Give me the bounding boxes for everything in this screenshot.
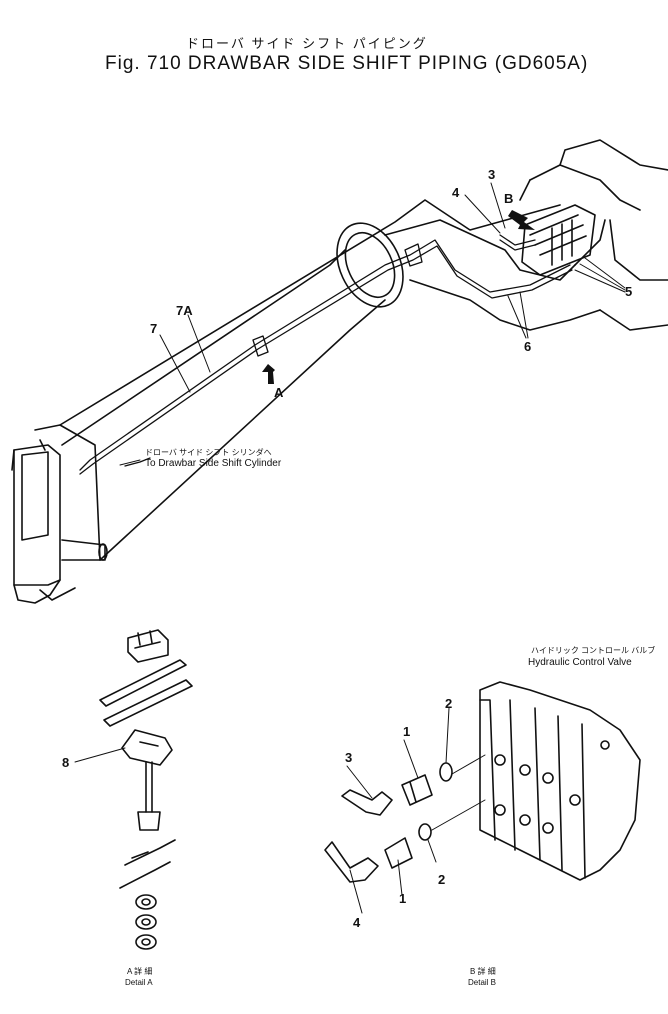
control-valve-main: [521, 204, 596, 276]
leader-lines-main: [119, 182, 626, 466]
cylinder-note-japanese: ドローバ サイド シフト シリンダへ: [145, 448, 272, 457]
callout-6: 6: [524, 339, 532, 354]
callout-2-lower: 2: [438, 872, 446, 887]
view-arrow-a: [262, 364, 275, 384]
figure-title: Fig. 710 DRAWBAR SIDE SHIFT PIPING (GD60…: [105, 53, 589, 74]
leader-lines-detail-b: [346, 707, 486, 914]
callout-4-detail: 4: [353, 915, 361, 930]
leader-line-8: [74, 747, 126, 763]
callout-3: 3: [488, 167, 496, 182]
drawbar-frame: [11, 139, 668, 604]
detail-a-parts: [99, 629, 193, 950]
callout-1-upper: 1: [403, 724, 411, 739]
cylinder-note: To Drawbar Side Shift Cylinder: [145, 458, 282, 469]
callout-7a: 7A: [176, 303, 193, 318]
figure-title-japanese: ドローバ サイド シフト パイピング: [186, 36, 428, 51]
callout-7: 7: [150, 321, 158, 336]
view-arrow-b: [508, 210, 535, 230]
hydraulic-pipes-main: [79, 234, 573, 475]
valve-label-japanese: ハイドリック コントロール バルブ: [531, 646, 656, 655]
callout-8: 8: [62, 755, 70, 770]
callout-a-view: A: [274, 385, 284, 400]
callout-5: 5: [625, 284, 633, 299]
callout-b-view: B: [504, 191, 514, 206]
detail-a-caption: Detail A: [125, 978, 153, 987]
detail-a-caption-japanese: A 詳 細: [127, 967, 153, 976]
valve-label: Hydraulic Control Valve: [528, 657, 632, 668]
callout-2-upper: 2: [445, 696, 453, 711]
detail-b-caption-japanese: B 詳 細: [470, 967, 496, 976]
detail-b-caption: Detail B: [468, 978, 497, 987]
callout-4: 4: [452, 185, 460, 200]
callout-3-detail: 3: [345, 750, 353, 765]
hydraulic-control-valve: [479, 681, 641, 881]
callout-1-lower: 1: [399, 891, 407, 906]
detail-b-fittings: [324, 762, 453, 883]
